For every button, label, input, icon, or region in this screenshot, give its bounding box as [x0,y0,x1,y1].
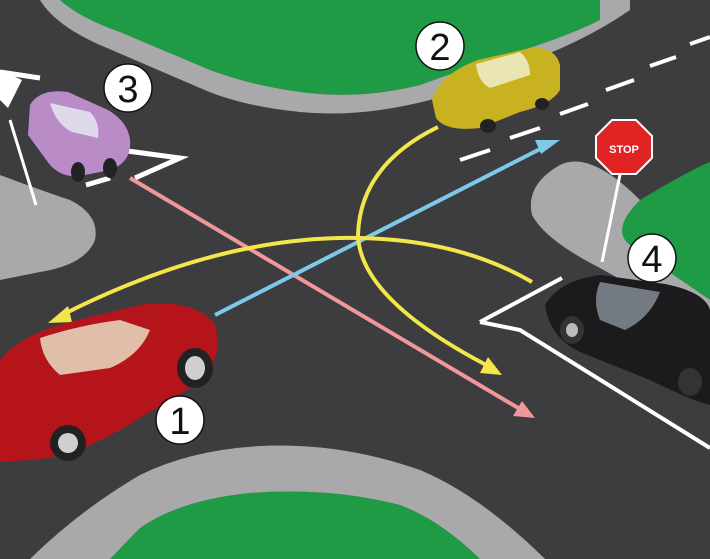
stop-sign: STOP [595,119,653,263]
sidewalk-left [0,175,96,280]
lane-dashes [459,35,710,162]
path-car3 [128,176,527,414]
stop-sign-pole [600,164,624,263]
path-car1 [214,143,549,317]
grass-bottom [110,491,480,559]
arrowhead-yellow-down [480,357,502,375]
stop-line-left-top [0,69,41,81]
path-car2 [355,125,493,370]
stop-line-car3 [85,147,190,188]
car-1 [0,303,218,462]
grass-right [616,162,710,300]
stop-sign-plate [595,119,653,175]
car-4 [545,275,710,405]
car-3 [28,91,131,182]
badge-car-1: 1 [155,395,205,445]
badge-car-2: 2 [415,21,465,71]
badge-car-2-number: 2 [429,27,450,69]
path-car4 [61,235,534,317]
badge-car-3: 3 [103,63,153,113]
stop-line-box [479,276,710,450]
arrowhead-yellow-left [48,306,72,323]
car-2 [432,47,560,133]
sidewalk-bottom [30,445,545,559]
arrowhead-pink [513,401,535,418]
badge-car-4: 4 [627,233,677,283]
street-lamp [0,70,38,206]
badge-car-3-number: 3 [117,69,138,111]
stop-sign-text: STOP [609,144,639,156]
movement-paths [48,125,560,418]
badge-car-4-number: 4 [641,239,662,281]
arrowhead-blue [535,140,560,154]
badge-car-1-number: 1 [169,401,190,443]
grass-top [60,0,600,95]
